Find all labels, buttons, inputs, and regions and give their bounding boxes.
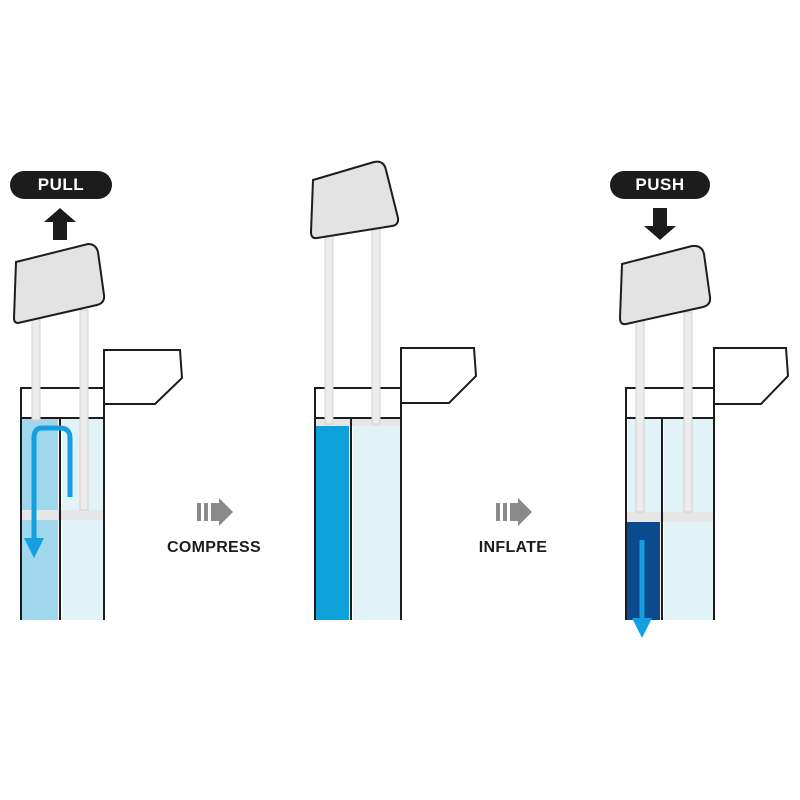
arrow-up-icon <box>44 208 76 240</box>
piston-rod-left <box>31 309 41 421</box>
compress-label: COMPRESS <box>167 539 261 556</box>
pump-pull-state <box>12 208 184 620</box>
double-chevron-right-icon <box>197 498 233 526</box>
flow-arrow-icon <box>24 425 73 558</box>
side-housing <box>103 349 184 405</box>
pump-compress-state <box>309 160 478 620</box>
piston <box>21 510 104 520</box>
piston-rod-left <box>324 227 334 425</box>
piston <box>626 512 714 522</box>
arrow-down-icon <box>644 208 676 240</box>
double-chevron-right-icon <box>496 498 532 526</box>
left-chamber-compressed <box>315 426 349 620</box>
side-housing <box>713 347 790 405</box>
piston <box>315 418 401 426</box>
inflate-label: INFLATE <box>478 539 548 556</box>
right-chamber <box>353 418 401 620</box>
piston-rod-left <box>635 311 645 513</box>
right-chamber-lower <box>62 520 104 620</box>
piston-rod-right <box>683 311 693 513</box>
pull-label: PULL <box>10 171 112 199</box>
side-housing <box>400 347 478 404</box>
pump-handle <box>618 244 712 326</box>
pump-handle <box>12 242 106 325</box>
push-label: PUSH <box>610 171 710 199</box>
pump-push-state <box>618 208 790 638</box>
pump-handle <box>309 160 400 240</box>
piston-rod-right <box>371 227 381 425</box>
piston-rod-right <box>79 309 89 511</box>
